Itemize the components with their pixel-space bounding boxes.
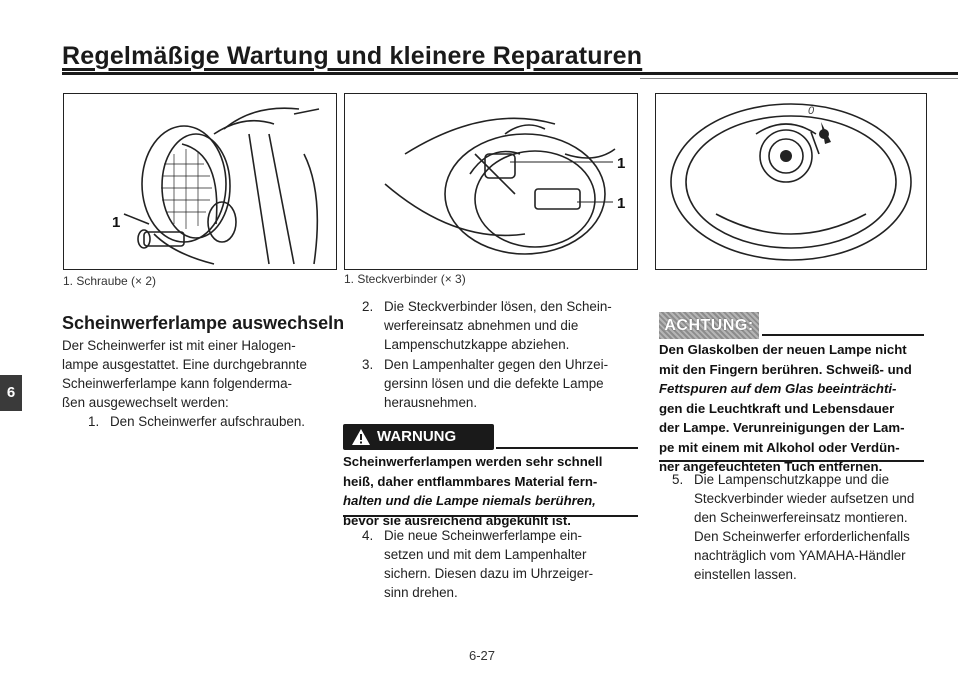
step-line: nachträglich vom YAMAHA-Händler [694, 548, 906, 563]
caution-rule [762, 334, 924, 336]
step-number: 3. [362, 357, 374, 372]
figure-1-caption: 1. Schraube (× 2) [63, 274, 157, 288]
intro-line: lampe ausgestattet. Eine durchgebrannte [62, 357, 307, 372]
figure-headlight-screws: 1 [63, 93, 337, 270]
step-line: werfereinsatz abnehmen und die [384, 318, 579, 333]
page-number: 6-27 [469, 648, 496, 663]
caution-line: ner angefeuchteten Tuch entfernen. [659, 459, 883, 474]
intro-line: ßen ausgewechselt werden: [62, 395, 229, 410]
caution-line: Fettspuren auf dem Glas beeinträchti- [659, 381, 897, 396]
warning-text: Scheinwerferlampen werden sehr schnell h… [343, 452, 643, 530]
step-1: 1. Den Scheinwerfer aufschrauben. [88, 412, 338, 432]
warning-line: heiß, daher entflammbares Material fern- [343, 473, 598, 489]
warning-triangle-icon [352, 429, 370, 445]
step-line: sichern. Diesen dazu im Uhrzeiger- [384, 566, 594, 581]
step-line: Lampenschutzkappe abziehen. [384, 337, 570, 352]
caution-badge: ACHTUNG: [659, 312, 759, 339]
figure-2-callout-a: 1 [617, 155, 625, 172]
step-line: herausnehmen. [384, 395, 478, 410]
figure-connectors: 1 1 [344, 93, 638, 270]
step-text: Die Lampenschutzkappe und die Steckverbi… [694, 470, 914, 584]
headlight-screws-illustration: 1 [112, 107, 320, 265]
step-line: Die Lampenschutzkappe und die [694, 472, 890, 487]
step-text: Den Scheinwerfer aufschrauben. [110, 414, 306, 429]
step-4: 4. Die neue Scheinwerferlampe ein- setze… [362, 526, 642, 606]
warning-rule [496, 447, 638, 449]
bulb-holder-illustration: 0 [670, 103, 912, 261]
step-line: Den Lampenhalter gegen den Uhrzei- [384, 357, 609, 372]
step-line: Steckverbinder wieder aufsetzen und [694, 491, 915, 506]
warning-badge: WARNUNG [343, 424, 494, 450]
caution-line: der Lampe. Verunreinigungen der Lam- [659, 420, 905, 435]
caution-line: pe mit einem mit Alkohol oder Verdün- [659, 439, 900, 455]
warning-bottom-rule [343, 515, 638, 517]
figure-2-callout-b: 1 [617, 195, 625, 212]
caution-line: mit den Fingern berühren. Schweiß- und [659, 361, 912, 377]
step-number: 1. [88, 414, 100, 429]
step-line: setzen und mit dem Lampenhalter [384, 547, 587, 562]
step-line: sinn drehen. [384, 585, 458, 600]
caution-text: Den Glaskolben der neuen Lampe nicht mit… [659, 340, 949, 477]
header-rule [62, 72, 958, 75]
warning-line: halten und die Lampe niemals berühren, [343, 493, 596, 508]
caution-line: Den Glaskolben der neuen Lampe nicht [659, 342, 907, 357]
step-line: Die Steckverbinder lösen, den Schein- [384, 299, 612, 314]
step-5: 5. Die Lampenschutzkappe und die Steckve… [672, 470, 952, 590]
chapter-tab: 6 [0, 375, 22, 411]
step-text: Die Steckverbinder lösen, den Schein- we… [384, 297, 612, 354]
figure-bulb-holder: 0 [655, 93, 927, 270]
caution-bottom-rule [659, 460, 924, 462]
step-line: den Scheinwerfereinsatz montieren. [694, 510, 908, 525]
caution-line: gen die Leuchtkraft und Lebensdauer [659, 400, 895, 416]
figure-1-callout: 1 [112, 214, 120, 231]
step-line: Den Scheinwerfer erforderlichenfalls [694, 529, 910, 544]
step-text: Den Lampenhalter gegen den Uhrzei- gersi… [384, 355, 608, 412]
figure-2-caption: 1. Steckverbinder (× 3) [344, 272, 466, 286]
page-title: Regelmäßige Wartung und kleinere Reparat… [62, 42, 643, 70]
step-number: 2. [362, 299, 374, 314]
warning-line: Scheinwerferlampen werden sehr schnell [343, 454, 603, 469]
intro-paragraph: Der Scheinwerfer ist mit einer Halogen- … [62, 336, 342, 412]
step-line: Die neue Scheinwerferlampe ein- [384, 528, 582, 543]
step-3: 3. Den Lampenhalter gegen den Uhrzei- ge… [362, 355, 642, 415]
step-line: einstellen lassen. [694, 567, 797, 582]
step-text: Die neue Scheinwerferlampe ein- setzen u… [384, 526, 593, 602]
intro-line: Scheinwerferlampe kann folgenderma- [62, 376, 292, 391]
header-rule-thin [640, 78, 958, 79]
step-2: 2. Die Steckverbinder lösen, den Schein-… [362, 297, 642, 357]
figure-3-callout: 0 [808, 105, 815, 117]
step-number: 5. [672, 472, 684, 487]
intro-line: Der Scheinwerfer ist mit einer Halogen- [62, 338, 296, 353]
step-line: gersinn lösen und die defekte Lampe [384, 376, 604, 391]
step-number: 4. [362, 528, 374, 543]
section-heading: Scheinwerferlampe auswechseln [62, 313, 345, 333]
warning-label: WARNUNG [377, 428, 457, 445]
connectors-illustration: 1 1 [384, 117, 625, 255]
